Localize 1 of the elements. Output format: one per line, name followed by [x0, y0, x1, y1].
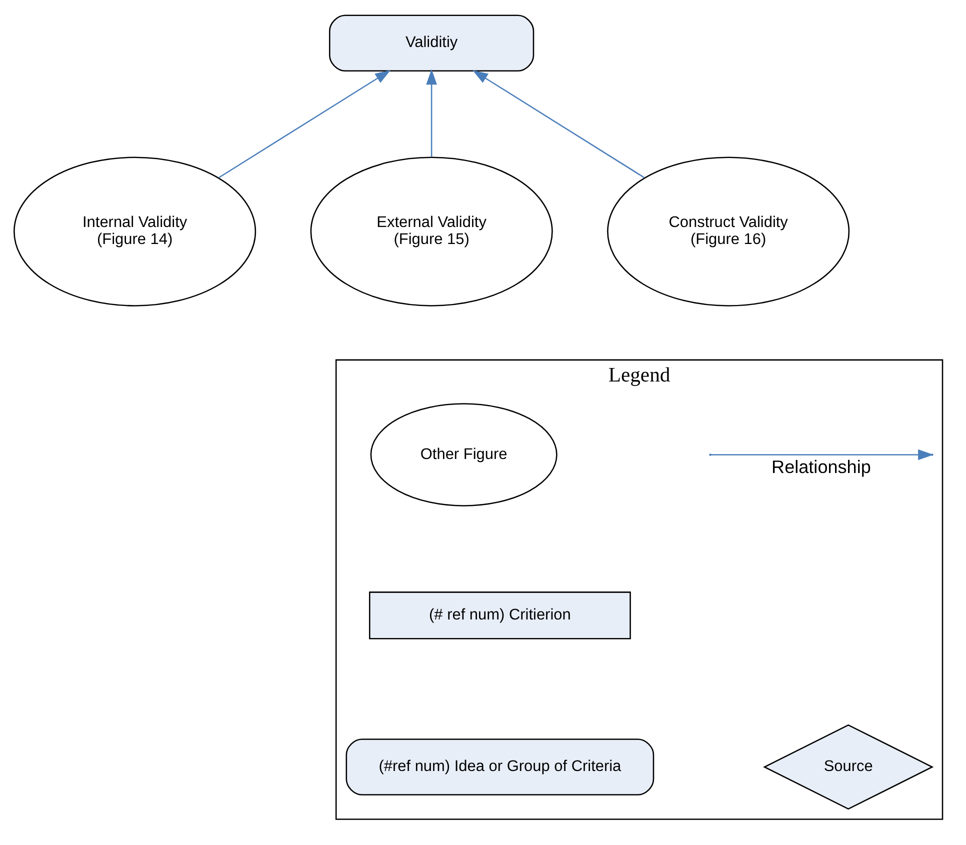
- legend-label: Relationship: [771, 457, 870, 478]
